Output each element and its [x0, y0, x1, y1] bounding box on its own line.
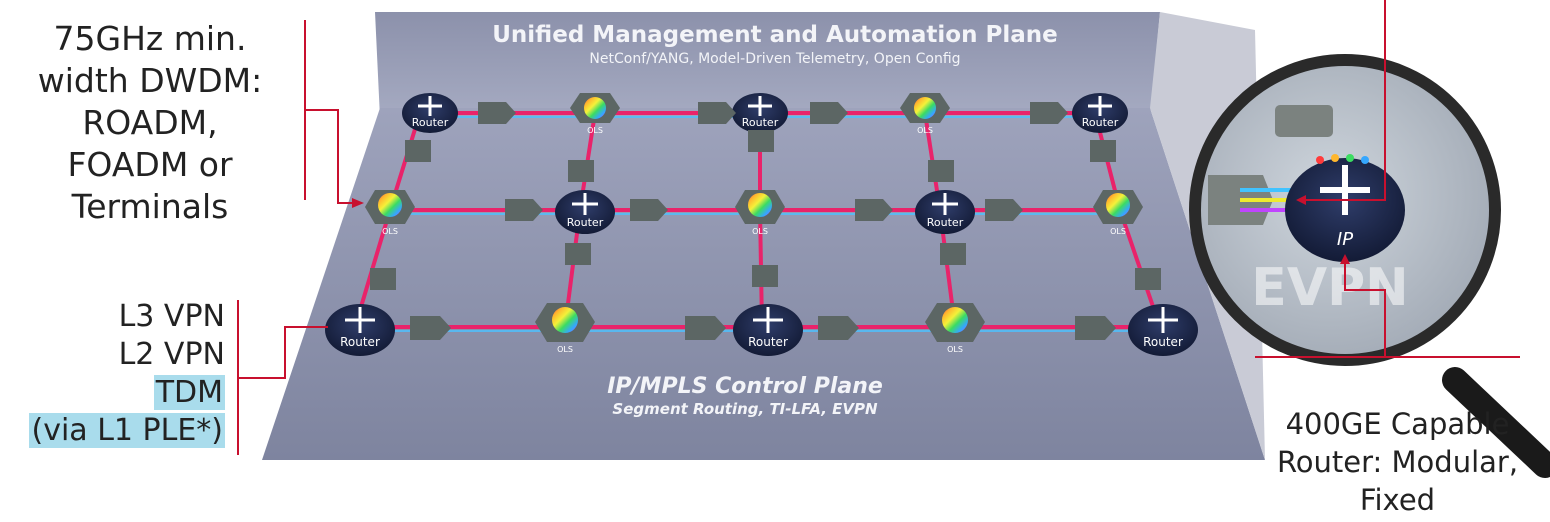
- management-plane-subtitle: NetConf/YANG, Model-Driven Telemetry, Op…: [589, 51, 960, 67]
- service-line-highlighted: TDM: [153, 375, 225, 410]
- router-icon: Router: [325, 304, 395, 356]
- svg-text:Router: Router: [1082, 116, 1119, 129]
- svg-text:Router: Router: [748, 335, 788, 349]
- roadm-icon: OLS: [535, 303, 595, 354]
- ols-amplifier-icons: [370, 102, 1161, 340]
- roadm-icon: OLS: [1093, 190, 1143, 236]
- roadm-icon: OLS: [735, 190, 785, 236]
- management-plane-panel: [375, 12, 1160, 118]
- svg-text:Router: Router: [927, 216, 964, 229]
- router-line: Fixed: [1359, 483, 1436, 517]
- svg-text:Router: Router: [1143, 335, 1183, 349]
- svg-text:Router: Router: [742, 116, 779, 129]
- router-icon: Router: [1072, 93, 1128, 133]
- router-line: Router: Modular,: [1276, 445, 1519, 479]
- svg-text:Router: Router: [567, 216, 604, 229]
- roadm-icon: OLS: [570, 93, 620, 135]
- svg-text:OLS: OLS: [557, 345, 573, 354]
- svg-text:OLS: OLS: [917, 126, 933, 135]
- callout-lines: [237, 0, 1520, 455]
- dwdm-description: 75GHz min. width DWDM: ROADM, FOADM or T…: [20, 18, 280, 228]
- svg-text:IP: IP: [1337, 229, 1353, 250]
- router-description: 400GE Capable Router: Modular, Fixed: [1245, 405, 1550, 519]
- roadm-icon: OLS: [925, 303, 985, 354]
- services-description: L3 VPN L2 VPN TDM (via L1 PLE*): [10, 298, 225, 450]
- router-icon: Router: [1128, 304, 1198, 356]
- arrow-icon: [1296, 195, 1306, 205]
- svg-text:OLS: OLS: [382, 227, 398, 236]
- router-icon: Router: [915, 190, 975, 234]
- router-icon: Router: [733, 304, 803, 356]
- svg-text:EVPN: EVPN: [1251, 258, 1408, 318]
- magnifying-glass-icon: EVPN IP: [1189, 54, 1550, 478]
- management-plane-title: Unified Management and Automation Plane: [492, 22, 1057, 48]
- service-line: L3 VPN: [118, 299, 225, 334]
- dwdm-line: FOADM or: [67, 145, 233, 184]
- svg-text:OLS: OLS: [752, 227, 768, 236]
- roadm-icon: OLS: [900, 93, 950, 135]
- control-plane-subtitle: Segment Routing, TI-LFA, EVPN: [612, 400, 878, 418]
- svg-text:Router: Router: [412, 116, 449, 129]
- roadm-icon: OLS: [365, 190, 415, 236]
- dwdm-line: Terminals: [71, 187, 229, 226]
- dwdm-line: width DWDM:: [37, 61, 263, 100]
- dwdm-line: ROADM,: [82, 103, 218, 142]
- svg-text:OLS: OLS: [587, 126, 603, 135]
- svg-text:Router: Router: [340, 335, 380, 349]
- dwdm-line: 75GHz min.: [53, 19, 247, 58]
- svg-text:OLS: OLS: [947, 345, 963, 354]
- svg-text:OLS: OLS: [1110, 227, 1126, 236]
- router-icon: Router: [732, 93, 788, 133]
- control-plane-title: IP/MPLS Control Plane: [607, 374, 883, 399]
- router-icon: Router: [555, 190, 615, 234]
- router-line: 400GE Capable: [1285, 407, 1510, 441]
- arrow-icon: [1340, 254, 1350, 264]
- service-line-highlighted: (via L1 PLE*): [29, 413, 225, 448]
- service-line: L2 VPN: [118, 337, 225, 372]
- arrow-icon: [352, 198, 364, 208]
- router-icon: Router: [402, 93, 458, 133]
